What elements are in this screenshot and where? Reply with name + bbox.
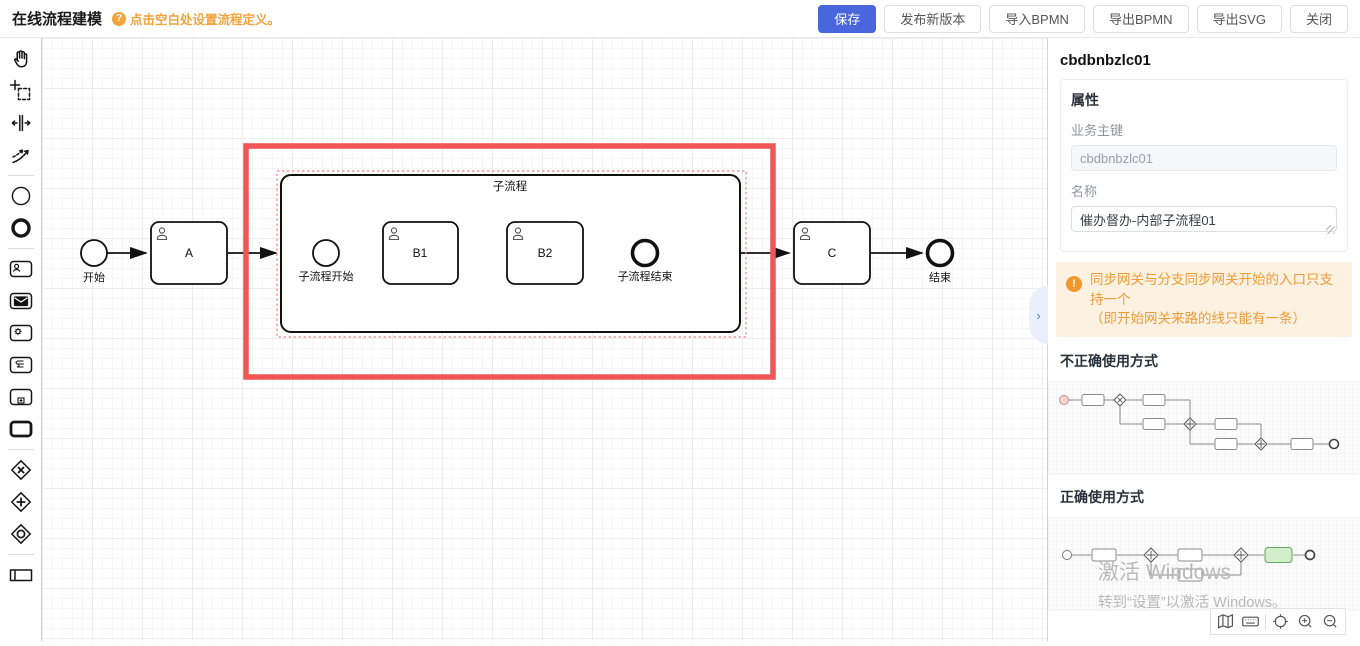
export-bpmn-button[interactable]: 导出BPMN — [1092, 4, 1189, 33]
properties-panel: cbdbnbzlc01 属性 业务主键 名称 催办督办-内部子流程01 ! 同步… — [1047, 38, 1360, 641]
warning-line2: （即开始网关来路的线只能有一条） — [1090, 311, 1306, 327]
task-c-label: C — [828, 246, 837, 260]
gateway-warning: ! 同步网关与分支同步网关开始的入口只支持一个 （即开始网关来路的线只能有一条） — [1056, 262, 1352, 337]
start-event-icon[interactable] — [6, 181, 36, 211]
chevron-right-icon: › — [1036, 307, 1041, 323]
bpmn-canvas[interactable]: 子流程 开始 A 子流程开始 B1 — [42, 38, 1047, 641]
task-a-shape[interactable]: A — [150, 221, 228, 285]
task-b2-shape[interactable]: B2 — [506, 221, 584, 285]
collapsed-subprocess-icon[interactable] — [6, 382, 36, 412]
business-key-label: 业务主键 — [1071, 123, 1124, 138]
parallel-gateway-icon[interactable] — [6, 487, 36, 517]
warning-icon: ! — [1066, 276, 1082, 292]
palette-divider — [7, 248, 34, 249]
receive-task-icon[interactable] — [6, 286, 36, 316]
end-event-shape[interactable]: 结束 — [925, 238, 955, 285]
service-task-icon[interactable] — [6, 318, 36, 348]
palette-divider — [7, 175, 34, 176]
participant-icon[interactable] — [6, 560, 36, 590]
palette-divider — [7, 554, 34, 555]
name-label: 名称 — [1071, 184, 1098, 199]
warning-line1: 同步网关与分支同步网关开始的入口只支持一个 — [1090, 272, 1333, 307]
user-icon — [512, 227, 524, 241]
user-task-icon[interactable] — [6, 254, 36, 284]
correct-usage-diagram — [1048, 516, 1360, 609]
global-connect-tool-icon[interactable] — [6, 140, 36, 170]
incorrect-usage-diagram — [1048, 380, 1360, 473]
subprocess-label: 子流程 — [493, 179, 528, 193]
task-c-shape[interactable]: C — [793, 221, 871, 285]
keyboard-icon[interactable] — [1240, 612, 1260, 632]
lasso-tool-icon[interactable] — [6, 76, 36, 106]
panel-title: cbdbnbzlc01 — [1060, 52, 1151, 69]
correct-usage-heading: 正确使用方式 — [1060, 488, 1144, 505]
attributes-group: 属性 业务主键 名称 催办督办-内部子流程01 — [1060, 79, 1348, 252]
task-b2-label: B2 — [538, 246, 553, 260]
control-divider — [1265, 613, 1267, 630]
header-buttons: 保存 发布新版本 导入BPMN 导出BPMN 导出SVG 关闭 — [818, 4, 1348, 33]
minimap-icon[interactable] — [1216, 612, 1236, 632]
save-button[interactable]: 保存 — [818, 4, 877, 33]
import-bpmn-button[interactable]: 导入BPMN — [989, 4, 1085, 33]
incorrect-usage-heading: 不正确使用方式 — [1060, 352, 1158, 369]
space-tool-icon[interactable] — [6, 108, 36, 138]
sub-start-label: 子流程开始 — [299, 269, 354, 283]
exclusive-gateway-icon[interactable] — [6, 455, 36, 485]
highlight-rectangle — [243, 143, 776, 380]
publish-version-button[interactable]: 发布新版本 — [884, 4, 982, 33]
expanded-subprocess-icon[interactable] — [6, 414, 36, 444]
header: 在线流程建模 ? 点击空白处设置流程定义。 保存 发布新版本 导入BPMN 导出… — [0, 0, 1360, 38]
user-icon — [799, 227, 811, 241]
resize-grip-icon[interactable] — [1326, 225, 1335, 234]
palette-divider — [7, 449, 34, 450]
panel-collapse-tab[interactable]: › — [1029, 286, 1048, 344]
business-key-input[interactable] — [1071, 145, 1337, 171]
end-event-label: 结束 — [929, 271, 951, 284]
reset-viewport-icon[interactable] — [1271, 612, 1291, 632]
attributes-section-title: 属性 — [1071, 92, 1099, 108]
script-task-icon[interactable] — [6, 350, 36, 380]
sub-start-event-shape[interactable]: 子流程开始 — [299, 239, 354, 283]
task-b1-label: B1 — [413, 246, 428, 260]
hand-tool-icon[interactable] — [6, 44, 36, 74]
user-icon — [156, 227, 168, 241]
name-textarea[interactable]: 催办督办-内部子流程01 — [1071, 206, 1337, 232]
definition-hint[interactable]: ? 点击空白处设置流程定义。 — [112, 9, 280, 28]
page-title: 在线流程建模 — [12, 11, 103, 28]
end-event-icon[interactable] — [6, 213, 36, 243]
hint-text: 点击空白处设置流程定义。 — [130, 13, 281, 27]
zoom-in-icon[interactable] — [1296, 612, 1316, 632]
task-b1-shape[interactable]: B1 — [382, 221, 459, 285]
start-event-label: 开始 — [83, 270, 105, 284]
sub-end-event-shape[interactable]: 子流程结束 — [618, 238, 673, 284]
start-event-shape[interactable]: 开始 — [80, 239, 108, 284]
export-svg-button[interactable]: 导出SVG — [1196, 4, 1282, 33]
question-circle-icon: ? — [112, 11, 127, 26]
close-button[interactable]: 关闭 — [1289, 4, 1348, 33]
inclusive-gateway-icon[interactable] — [6, 519, 36, 549]
bpmn-palette — [0, 38, 42, 641]
selection-outline — [276, 170, 747, 338]
zoom-out-icon[interactable] — [1320, 612, 1340, 632]
user-icon — [388, 227, 400, 241]
canvas-control-bar — [1210, 608, 1346, 635]
sub-end-label: 子流程结束 — [618, 269, 673, 283]
task-a-label: A — [185, 246, 193, 260]
